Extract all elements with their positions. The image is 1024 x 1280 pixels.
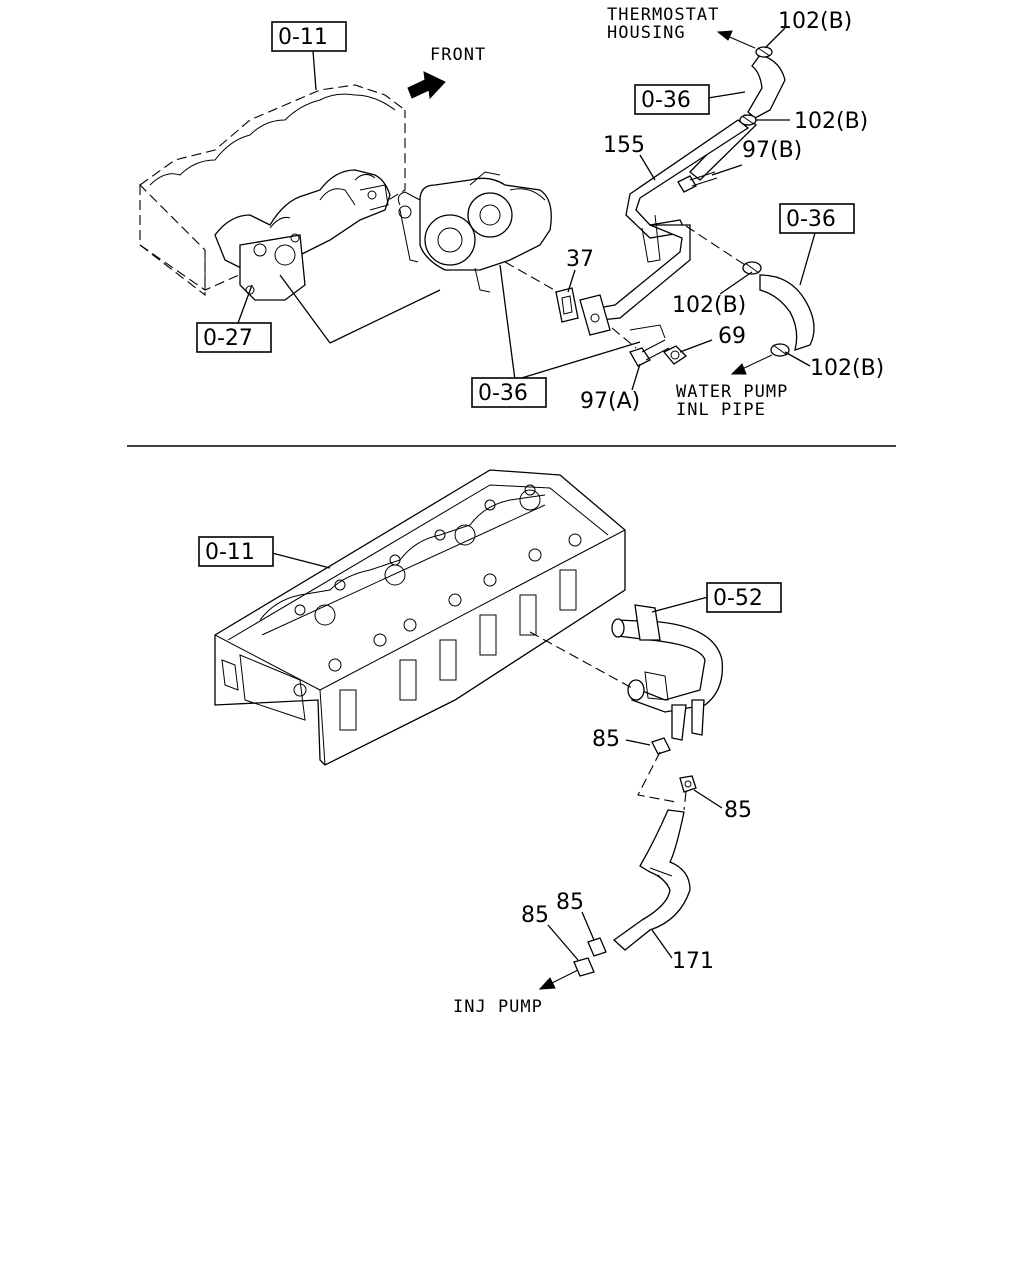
label-85-d: 85: [556, 890, 584, 915]
label-37: 37: [566, 247, 594, 272]
ref-box-top-head: 0-11: [271, 21, 347, 52]
hose-171: [612, 809, 691, 951]
bolt-97b-part: [677, 171, 718, 193]
label-85-a: 85: [592, 727, 620, 752]
clip-102b-bottom-part: [770, 343, 790, 357]
ref-manifold-text: 0-27: [203, 326, 253, 351]
ref-turbo-text: 0-36: [478, 381, 528, 406]
front-arrow-icon: [407, 71, 446, 100]
ref-top-hose-upper-text: 0-36: [641, 88, 691, 113]
gasket-37-part: [555, 287, 579, 323]
label-102b-mid: 102(B): [794, 109, 868, 134]
bolt-97a-part: [629, 339, 670, 367]
clip-85-b-part: [679, 775, 697, 793]
label-171: 171: [672, 949, 714, 974]
nut-69-part: [662, 345, 688, 365]
caption-water-pump-1: WATER PUMP: [676, 382, 788, 402]
water-pipe-052: [611, 604, 724, 741]
water-pipe-155: [579, 119, 750, 336]
clip-85-a-part: [651, 737, 671, 755]
label-102b-top: 102(B): [778, 9, 852, 34]
ref-box-top-hose-upper: 0-36: [634, 84, 710, 115]
turbocharger: [397, 171, 552, 293]
cylinder-head-bottom: [214, 469, 626, 766]
ref-top-head-text: 0-11: [278, 25, 328, 50]
water-pump-arrow-icon: [730, 354, 773, 375]
ref-box-turbo: 0-36: [471, 377, 547, 408]
clip-85-c-part: [573, 957, 595, 977]
ref-box-bottom-head: 0-11: [198, 536, 274, 567]
ref-top-hose-right-text: 0-36: [786, 207, 836, 232]
inj-pump-arrow-icon: [538, 969, 579, 990]
ref-water-pipe-text: 0-52: [713, 586, 763, 611]
caption-inj-pump: INJ PUMP: [453, 997, 543, 1017]
caption-thermostat-1: THERMOSTAT: [607, 5, 719, 25]
thermostat-arrow-icon: [716, 30, 756, 49]
label-102b-low: 102(B): [672, 293, 746, 318]
label-102b-bottom: 102(B): [810, 356, 884, 381]
caption-thermostat-2: HOUSING: [607, 23, 686, 43]
clip-102b-top-part: [755, 46, 773, 58]
ref-box-top-hose-right: 0-36: [779, 203, 855, 234]
side-water-hose: [759, 274, 815, 351]
caption-front: FRONT: [430, 45, 486, 65]
label-85-c: 85: [521, 903, 549, 928]
label-97b: 97(B): [742, 138, 802, 163]
clip-102b-mid-part: [739, 114, 757, 126]
caption-water-pump-2: INL PIPE: [676, 400, 766, 420]
exhaust-manifold: [214, 169, 391, 301]
label-97a: 97(A): [580, 389, 640, 414]
ref-box-manifold: 0-27: [196, 322, 272, 353]
ref-box-water-pipe: 0-52: [706, 582, 782, 613]
label-69: 69: [718, 324, 746, 349]
clip-85-d-part: [587, 937, 607, 957]
clip-102b-low-part: [742, 261, 762, 275]
label-155: 155: [603, 133, 645, 158]
label-85-b: 85: [724, 798, 752, 823]
ref-bottom-head-text: 0-11: [205, 540, 255, 565]
